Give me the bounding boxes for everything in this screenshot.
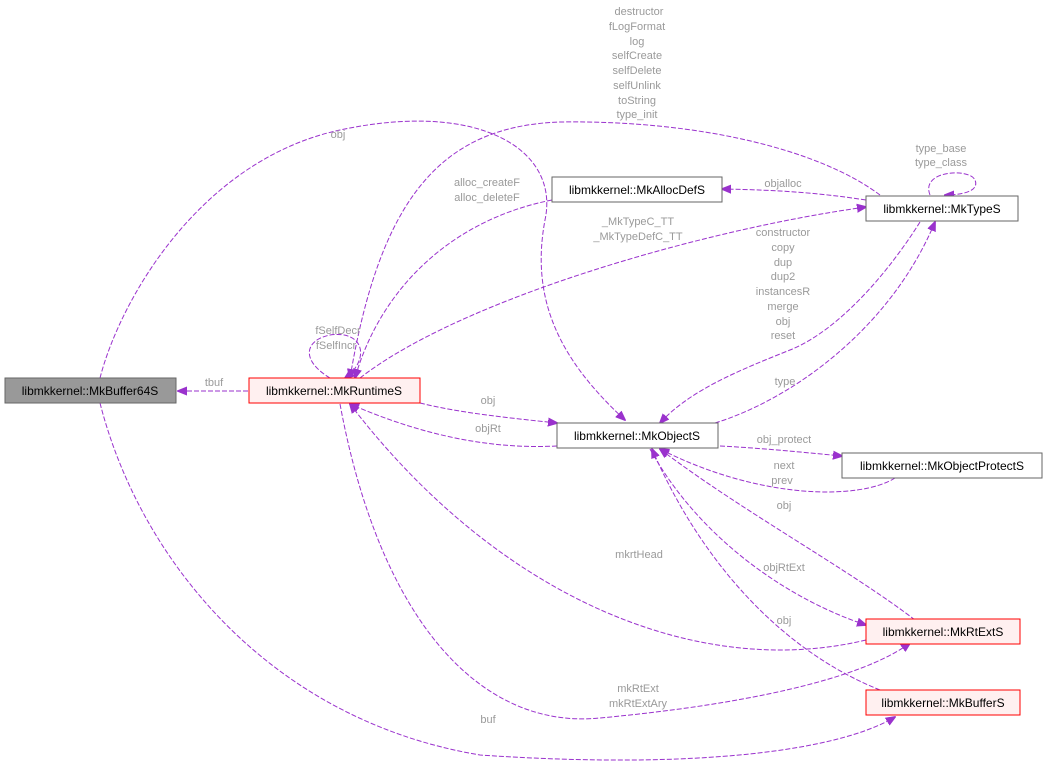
edge-type-object-callbacks [660,221,921,423]
node-mkallocdefs[interactable]: libmkkernel::MkAllocDefS [551,176,723,203]
label-log: log [630,36,645,48]
label-buf: buf [480,714,496,726]
node-label: libmkkernel::MkTypeS [883,202,1000,216]
label-mkrtextary: mkRtExtAry [609,698,668,710]
label-selfdelete: selfDelete [613,65,662,77]
node-mkobjects[interactable]: libmkkernel::MkObjectS [556,422,719,449]
label-fselfincr: fSelfIncr [316,340,357,352]
edge-alloc [355,199,553,378]
label-mkrtext: mkRtExt mkRtExtAry [609,683,668,710]
label-obj-type-callbacks: constructor copy dup dup2 instancesR mer… [756,227,811,342]
node-label: libmkkernel::MkRuntimeS [266,384,402,398]
edge-objRt [350,404,558,447]
node-mkrtexts[interactable]: libmkkernel::MkRtExtS [865,618,1021,645]
label-reset: reset [771,330,795,342]
label-obj-protect: obj_protect [757,434,811,446]
label-objrtext: objRtExt [763,562,805,574]
edge-obj-protect [719,445,842,456]
label-alloc-deletef: alloc_deleteF [454,192,520,204]
edge-type [714,222,935,424]
label-alloc: alloc_createF alloc_deleteF [454,177,520,204]
label-tostring: toString [618,95,656,107]
label-copy: copy [771,242,795,254]
label-objalloc: objalloc [764,178,802,190]
label-selfcreate: selfCreate [612,50,662,62]
node-mkobjectprotects[interactable]: libmkkernel::MkObjectProtectS [841,452,1043,479]
edge-buf [99,402,895,761]
edge-obj-buffer-object [652,449,881,691]
edge-typeC [359,207,866,379]
label-tbuf: tbuf [205,377,224,389]
node-label: libmkkernel::MkRtExtS [883,625,1004,639]
label-instancesr: instancesR [756,286,810,298]
label-objrt: objRt [475,423,501,435]
label-obj-rtext: obj [777,500,792,512]
edge-objRtExt [649,448,866,625]
label-dup: dup [774,257,792,269]
label-prev: prev [771,475,793,487]
label-type-class: type_class [915,157,967,169]
edge-objalloc [722,189,867,201]
label-mkrtext-single: mkRtExt [617,683,659,695]
label-selfunlink: selfUnlink [613,80,661,92]
node-label: libmkkernel::MkBufferS [881,696,1004,710]
node-label: libmkkernel::MkObjectProtectS [860,459,1024,473]
edge-runtime-self [308,334,362,378]
node-mkbuffers[interactable]: libmkkernel::MkBufferS [865,689,1021,716]
edge-type-callbacks [350,121,881,378]
label-mktypec-tt: _MkTypeC_TT [601,216,674,228]
node-mkruntimes[interactable]: libmkkernel::MkRuntimeS [248,377,421,404]
node-label: libmkkernel::MkAllocDefS [569,183,705,197]
label-type-init: type_init [617,109,658,121]
label-obj-runtime: obj [481,395,496,407]
label-type-base-class: type_base type_class [915,143,967,169]
node-mkbuffer64s[interactable]: libmkkernel::MkBuffer64S [4,377,177,404]
nodes: libmkkernel::MkBuffer64S libmkkernel::Mk… [4,176,1043,716]
label-next: next [774,460,795,472]
edge-obj-runtime-object [419,402,557,423]
edge-obj-rtext-object [660,449,916,621]
label-dup2: dup2 [771,271,795,283]
label-constructor: constructor [756,227,811,239]
edge-mkrtHead [350,404,867,651]
label-self: fSelfDecr fSelfIncr [315,325,361,352]
label-type-callbacks: destructor fLogFormat log selfCreate sel… [609,6,665,121]
edge-mkRtExt [339,403,910,720]
edge-type-self [928,172,977,195]
label-destructor: destructor [615,6,664,18]
label-flogformat: fLogFormat [609,21,665,33]
label-type-base: type_base [916,143,967,155]
node-mktypes[interactable]: libmkkernel::MkTypeS [865,195,1019,222]
label-obj-buffer: obj [777,615,792,627]
label-merge: merge [767,301,798,313]
edges [99,120,977,761]
label-obj-top: obj [331,129,346,141]
label-mktypedefc-tt: _MkTypeDefC_TT [592,231,683,243]
label-type: type [775,376,796,388]
edge-obj-buffer64-object [99,120,625,420]
label-mkrthead: mkrtHead [615,549,663,561]
label-next-prev: next prev [771,460,794,487]
node-label: libmkkernel::MkObjectS [574,429,700,443]
edge-next-prev [660,449,896,493]
label-fselfdecr: fSelfDecr [315,325,361,337]
label-alloc-createf: alloc_createF [454,177,520,189]
node-label: libmkkernel::MkBuffer64S [22,384,159,398]
label-obj-callback: obj [776,316,791,328]
edge-labels: destructor fLogFormat log selfCreate sel… [205,6,968,726]
label-typeC: _MkTypeC_TT _MkTypeDefC_TT [592,216,683,243]
